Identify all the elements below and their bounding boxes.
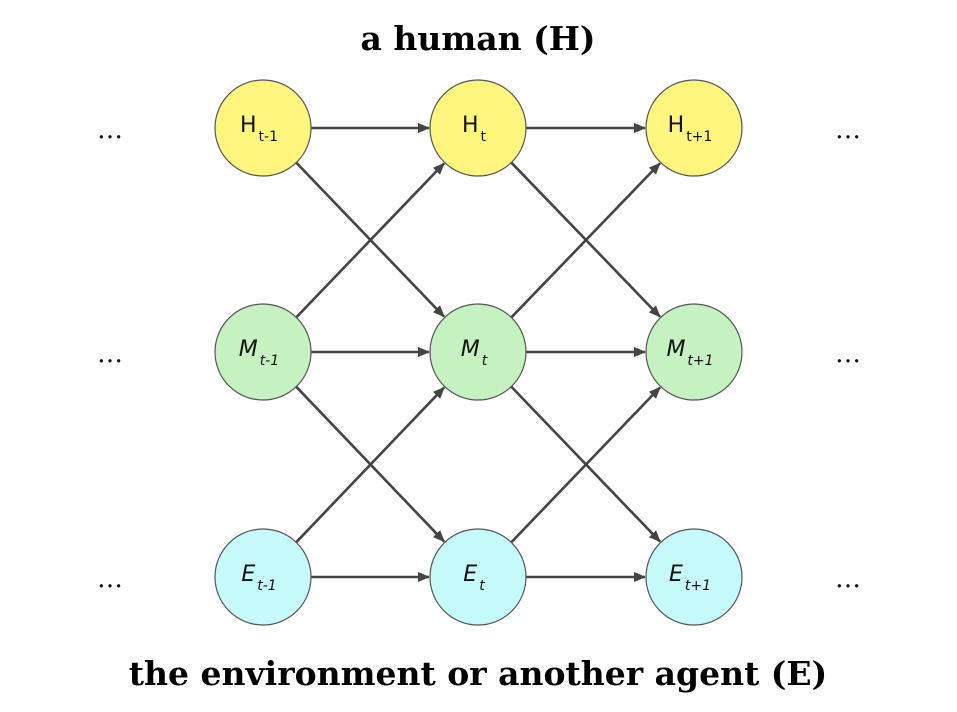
edge-group [295,123,662,582]
ellipsis-left-e: … [97,564,123,594]
edge-E_prev-to-M_t [295,386,446,544]
edge-E_t-to-M_next [510,386,662,544]
node-label-main-E_next: E [669,562,683,587]
node-label-sub-E_prev: t-1 [257,578,276,594]
edge-M_t-to-H_next [510,162,661,319]
ellipsis-right-m: … [835,339,861,369]
node-label-sub-M_t: t [482,353,488,369]
node-label-main-H_t: H [462,113,479,138]
node-circle-H_next [645,79,743,177]
node-label-sub-H_t: t [481,129,487,145]
node-label-sub-H_prev: t-1 [259,129,278,145]
ellipsis-left-h: … [97,115,123,145]
node-label-sub-E_t: t [479,578,485,594]
node-label-sub-M_next: t+1 [687,353,713,369]
ellipsis-right-e: … [835,564,861,594]
node-label-main-E_prev: E [241,562,255,587]
node-circle-M_next [645,303,743,401]
node-label-main-E_t: E [463,562,477,587]
ellipsis-right-h: … [835,115,861,145]
node-label-sub-E_next: t+1 [685,578,711,594]
node-circle-M_t [429,303,527,401]
node-circle-M_prev [214,303,312,401]
ellipsis-left-m: … [97,339,123,369]
edge-M_prev-to-H_t [295,162,446,319]
node-label-main-H_next: H [668,113,685,138]
node-label-main-H_prev: H [240,113,257,138]
node-label-main-M_next: M [666,337,685,362]
diagram-title-human: a human (H) [360,19,595,58]
node-label-sub-H_next: t+1 [686,129,712,145]
node-circle-H_prev [214,79,312,177]
diagram-title-environment: the environment or another agent (E) [129,654,827,693]
node-circle-H_t [429,79,527,177]
node-label-main-M_t: M [461,337,480,362]
node-label-main-M_prev: M [239,337,258,362]
node-circle-E_prev [214,528,312,626]
node-circle-E_t [429,528,527,626]
node-label-sub-M_prev: t-1 [260,353,279,369]
node-circle-E_next [645,528,743,626]
